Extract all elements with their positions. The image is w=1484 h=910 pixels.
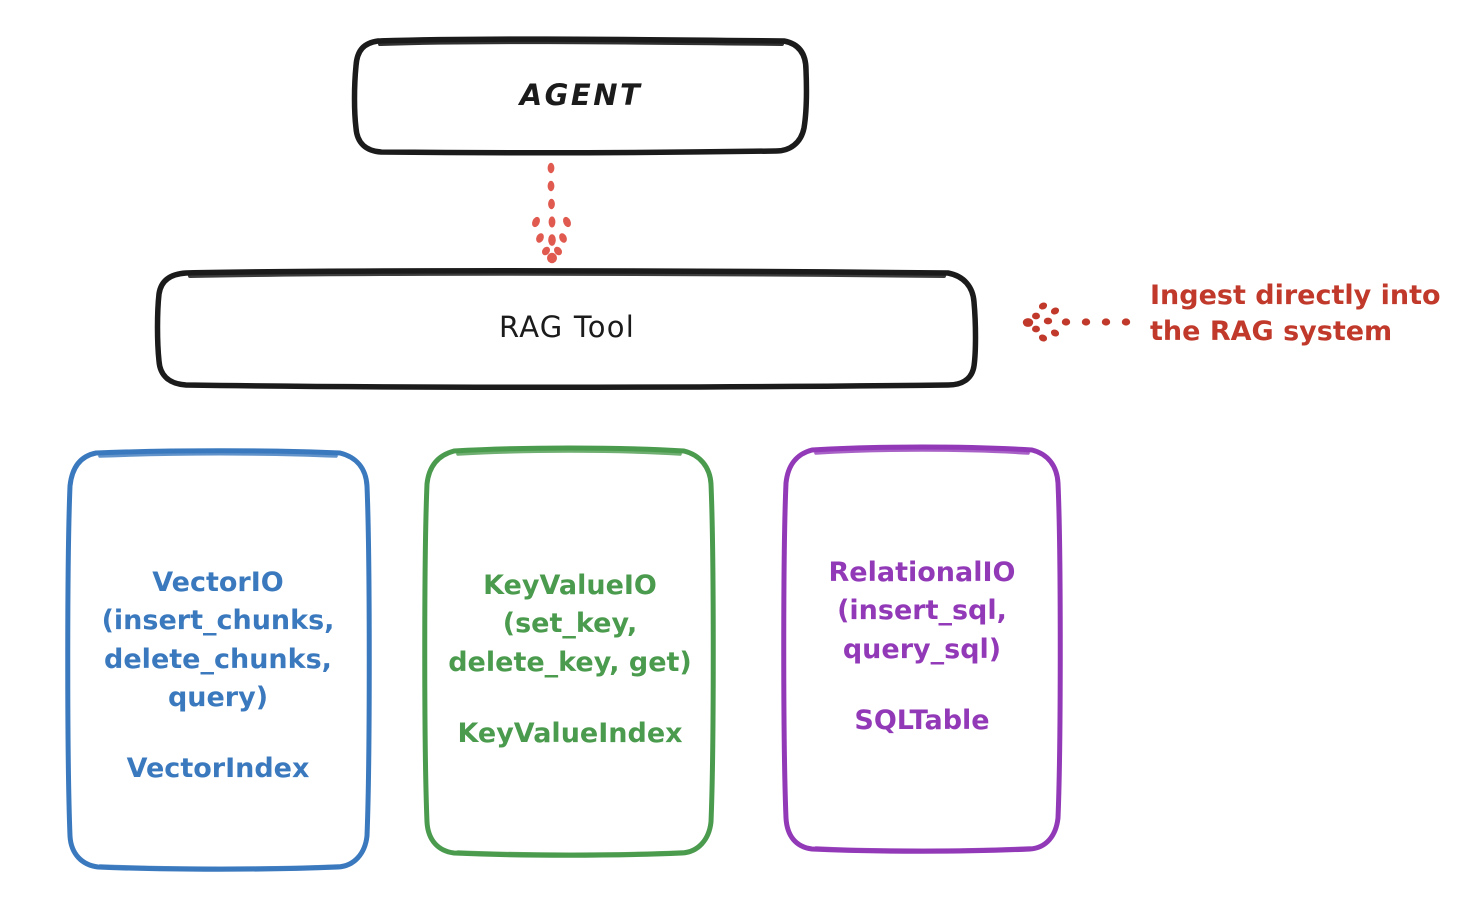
relationalio-node-label: RelationalIO (insert_sql, query_sql) <box>828 557 1016 665</box>
agent-node-label: AGENT <box>519 78 643 113</box>
keyvalueio-content: KeyValueIO (set_key, delete_key, get) Ke… <box>428 567 712 749</box>
vectorio-node[interactable]: VectorIO (insert_chunks, delete_chunks, … <box>68 452 368 868</box>
relationalio-node[interactable]: RelationalIO (insert_sql, query_sql) SQL… <box>786 449 1058 849</box>
annotation-to-rag-dotted-arrow <box>1022 302 1131 342</box>
keyvalueio-node-label: KeyValueIO (set_key, delete_key, get) <box>448 570 692 678</box>
relationalio-content: RelationalIO (insert_sql, query_sql) SQL… <box>786 554 1058 736</box>
vectorio-index-label: VectorIndex <box>126 753 310 785</box>
agent-node[interactable]: AGENT <box>355 40 807 152</box>
keyvalueio-index-label: KeyValueIndex <box>457 717 683 749</box>
vectorio-node-label: VectorIO (insert_chunks, delete_chunks, … <box>101 566 335 713</box>
ingest-annotation-text: Ingest directly into the RAG system <box>1150 280 1441 348</box>
ingest-annotation: Ingest directly into the RAG system <box>1150 278 1480 350</box>
keyvalueio-node[interactable]: KeyValueIO (set_key, delete_key, get) Ke… <box>428 450 712 854</box>
relationalio-index-label: SQLTable <box>854 704 990 736</box>
rag-tool-node[interactable]: RAG Tool <box>158 272 976 384</box>
rag-tool-node-label: RAG Tool <box>499 310 635 345</box>
vectorio-content: VectorIO (insert_chunks, delete_chunks, … <box>68 564 368 784</box>
agent-to-rag-dotted-arrow <box>532 162 571 264</box>
